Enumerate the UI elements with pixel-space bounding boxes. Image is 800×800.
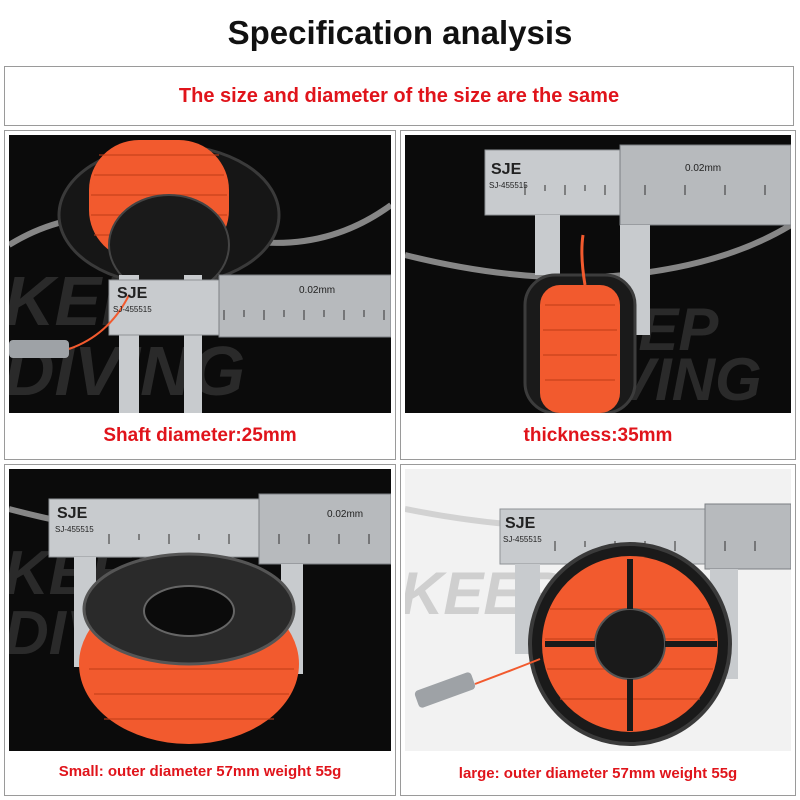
subtitle: The size and diameter of the size are th… [178, 84, 620, 107]
caliper-reel-image: KEEP DIVING [9, 493, 391, 744]
photo-large-reel: KEEP SJE S [405, 469, 791, 751]
caliper-precision: 0.02mm [327, 509, 364, 520]
panel-shaft-diameter: KEEP DIVING SJE SJ [4, 130, 396, 460]
caliper-precision: 0.02mm [685, 163, 722, 174]
caption-thickness: thickness:35mm [523, 425, 673, 446]
caliper-reel-image: KEEP [405, 503, 791, 746]
panel-small-reel: KEEP DIVING SJE SJ-455515 0.02mm [4, 464, 396, 796]
caliper-brand: SJE [491, 161, 522, 178]
caliper-reel-image: KEEP DIVING [405, 144, 791, 413]
caliper-model: SJ-455515 [489, 181, 528, 190]
caliper-brand: SJE [117, 285, 148, 302]
caption-large-reel: large: outer diameter 57mm weight 55g [458, 765, 738, 782]
caliper-brand: SJE [57, 505, 88, 522]
photo-thickness: KEEP DIVING SJE SJ-455515 0.02mm [405, 135, 791, 413]
caliper-model: SJ-455515 [113, 305, 152, 314]
panel-thickness: KEEP DIVING SJE SJ-455515 0.02mm [400, 130, 796, 460]
caliper-model: SJ-455515 [55, 525, 94, 534]
caliper-reel-image: KEEP DIVING [9, 140, 391, 413]
page-title: Specification analysis [227, 14, 573, 51]
caliper-precision: 0.02mm [299, 285, 336, 296]
subtitle-box: The size and diameter of the size are th… [4, 66, 794, 126]
panel-large-reel: KEEP SJE S [400, 464, 796, 796]
photo-small-reel: KEEP DIVING SJE SJ-455515 0.02mm [9, 469, 391, 751]
caliper-brand: SJE [505, 515, 536, 532]
caption-shaft-diameter: Shaft diameter:25mm [103, 425, 297, 446]
caption-small-reel: Small: outer diameter 57mm weight 55g [58, 763, 342, 780]
photo-shaft-diameter: KEEP DIVING SJE SJ [9, 135, 391, 413]
caliper-model: SJ-455515 [503, 535, 542, 544]
